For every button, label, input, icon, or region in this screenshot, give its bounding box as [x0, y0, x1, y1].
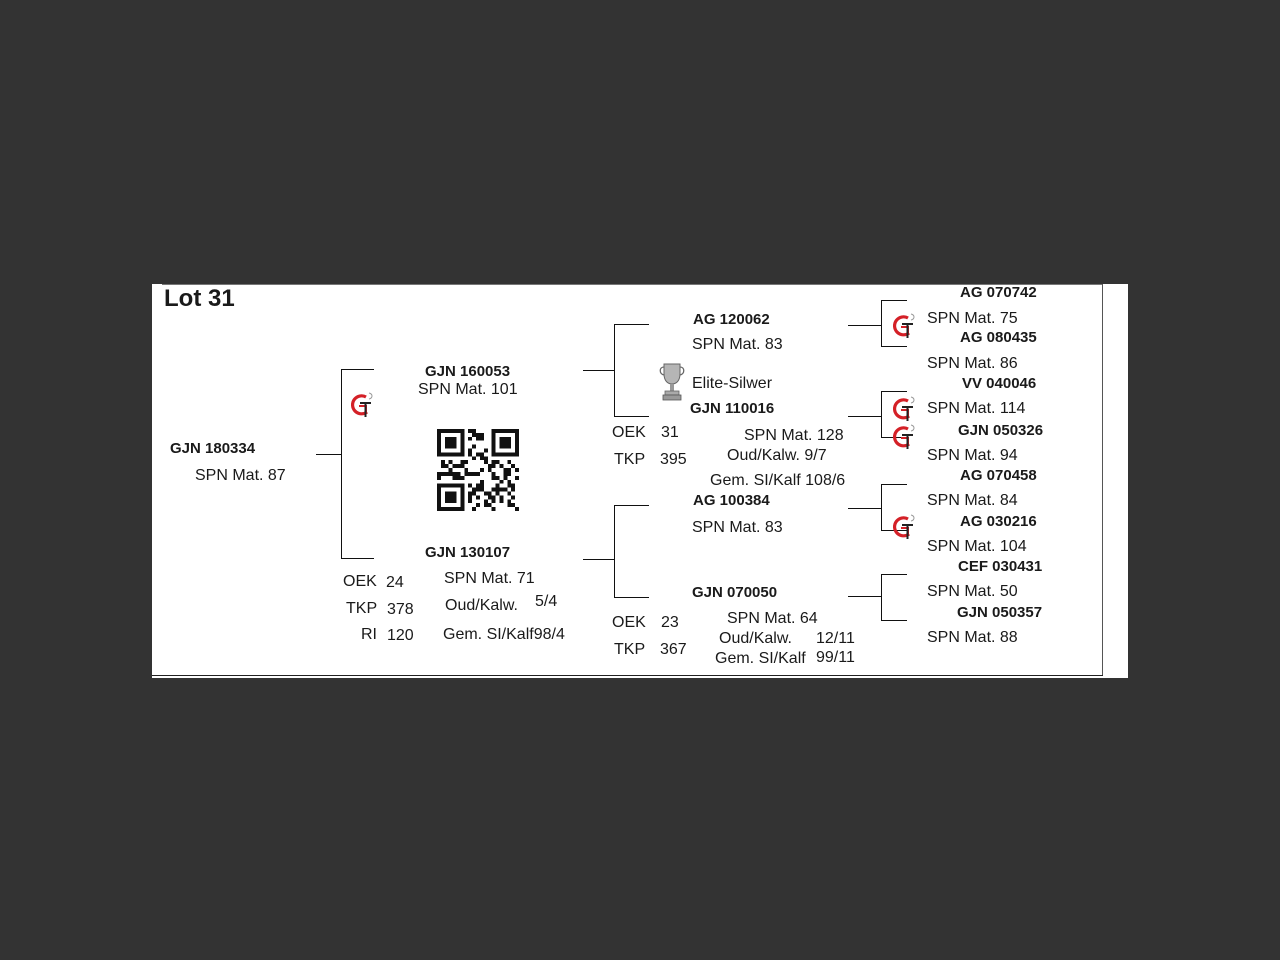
sire-sire-spn: SPN Mat. 83 — [692, 336, 783, 353]
connector — [316, 454, 342, 455]
dam-dam-wean-value: 99/11 — [816, 649, 855, 666]
connector — [881, 346, 907, 347]
ggp-id: AG 030216 — [960, 513, 1037, 530]
ggp-id: AG 070742 — [960, 284, 1037, 301]
dam-stat-value: 24 — [386, 574, 404, 591]
dam-stat-label: TKP — [346, 600, 378, 617]
frame-bottom-border — [152, 675, 1103, 676]
ggp-spn: SPN Mat. 94 — [927, 447, 1018, 464]
ggp-id: GJN 050357 — [957, 604, 1043, 621]
ggp-id: GJN 050326 — [958, 422, 1044, 439]
sire-id: GJN 160053 — [425, 363, 511, 380]
sire-dam-award: Elite-Silwer — [692, 375, 773, 392]
connector — [614, 505, 615, 598]
frame-top-border — [162, 284, 1103, 285]
connector — [881, 574, 882, 620]
connector — [881, 484, 882, 530]
ggp-spn: SPN Mat. 114 — [927, 400, 1026, 417]
connector — [881, 620, 907, 621]
ggp-id: CEF 030431 — [958, 558, 1043, 575]
sire-dam-stat-value: 395 — [660, 451, 687, 468]
dam-wean: Gem. SI/Kalf98/4 — [443, 626, 565, 643]
dam-stat-label: RI — [361, 626, 377, 643]
gt-breeder-logo-icon — [892, 514, 915, 539]
dam-dam-stat-value: 367 — [660, 641, 687, 658]
animal-id: GJN 180334 — [170, 440, 256, 457]
connector — [614, 324, 649, 325]
connector — [583, 559, 615, 560]
pedigree-document: Lot 31 GJN 180334 SPN Mat. 87 GJN 160053… — [152, 284, 1128, 678]
connector — [848, 596, 882, 597]
ggp-spn: SPN Mat. 104 — [927, 538, 1027, 555]
dam-sire-spn: SPN Mat. 83 — [692, 519, 783, 536]
connector — [881, 300, 882, 346]
gt-breeder-logo-icon — [350, 392, 373, 417]
ggp-id: AG 070458 — [960, 467, 1037, 484]
dam-dam-spn: SPN Mat. 64 — [727, 610, 818, 627]
dam-dam-stat-label: TKP — [614, 641, 646, 658]
gt-breeder-logo-icon — [892, 396, 915, 421]
dam-id: GJN 130107 — [425, 544, 511, 561]
sire-dam-spn: SPN Mat. 128 — [744, 427, 844, 444]
dam-dam-stat-label: OEK — [612, 614, 646, 631]
connector — [583, 370, 615, 371]
ggp-spn: SPN Mat. 88 — [927, 629, 1018, 646]
ggp-spn: SPN Mat. 50 — [927, 583, 1018, 600]
dam-spn: SPN Mat. 71 — [444, 570, 535, 587]
sire-dam-calving: Oud/Kalw. 9/7 — [727, 447, 827, 464]
gt-breeder-logo-icon — [892, 424, 915, 449]
ggp-spn: SPN Mat. 86 — [927, 355, 1018, 372]
dam-calving-label: Oud/Kalw. — [445, 597, 518, 614]
dam-dam-id: GJN 070050 — [692, 584, 778, 601]
connector — [881, 391, 907, 392]
sire-dam-stat-label: TKP — [614, 451, 646, 468]
ggp-id: VV 040046 — [962, 375, 1037, 392]
sire-sire-id: AG 120062 — [693, 311, 770, 328]
ggp-spn: SPN Mat. 84 — [927, 492, 1018, 509]
gt-breeder-logo-icon — [892, 313, 915, 338]
connector — [614, 416, 649, 417]
sire-dam-id: GJN 110016 — [690, 400, 775, 417]
connector — [848, 508, 882, 509]
connector — [881, 484, 907, 485]
dam-stat-value: 120 — [387, 627, 414, 644]
connector — [881, 574, 907, 575]
connector — [881, 300, 907, 301]
connector — [341, 558, 374, 559]
dam-dam-calving-label: Oud/Kalw. — [719, 630, 792, 647]
connector — [848, 416, 882, 417]
connector — [881, 391, 882, 437]
dam-dam-calving-value: 12/11 — [816, 630, 855, 647]
sire-dam-wean: Gem. SI/Kalf 108/6 — [710, 472, 846, 489]
ggp-spn: SPN Mat. 75 — [927, 310, 1018, 327]
trophy-icon — [659, 363, 685, 401]
connector — [341, 369, 342, 558]
connector — [614, 505, 649, 506]
dam-dam-stat-value: 23 — [661, 614, 679, 631]
dam-dam-wean-label: Gem. SI/Kalf — [715, 650, 806, 667]
dam-sire-id: AG 100384 — [693, 492, 770, 509]
connector — [614, 324, 615, 416]
frame-right-border — [1102, 284, 1103, 676]
dam-stat-value: 378 — [387, 601, 414, 618]
connector — [341, 369, 374, 370]
ggp-id: AG 080435 — [960, 329, 1037, 346]
qr-code-icon — [437, 429, 519, 511]
dam-calving-value: 5/4 — [535, 593, 558, 610]
lot-title: Lot 31 — [164, 285, 235, 312]
dam-stat-label: OEK — [343, 573, 377, 590]
connector — [848, 325, 882, 326]
sire-spn: SPN Mat. 101 — [418, 381, 518, 398]
sire-dam-stat-value: 31 — [661, 424, 679, 441]
animal-spn: SPN Mat. 87 — [195, 467, 286, 484]
connector — [614, 597, 649, 598]
sire-dam-stat-label: OEK — [612, 424, 646, 441]
